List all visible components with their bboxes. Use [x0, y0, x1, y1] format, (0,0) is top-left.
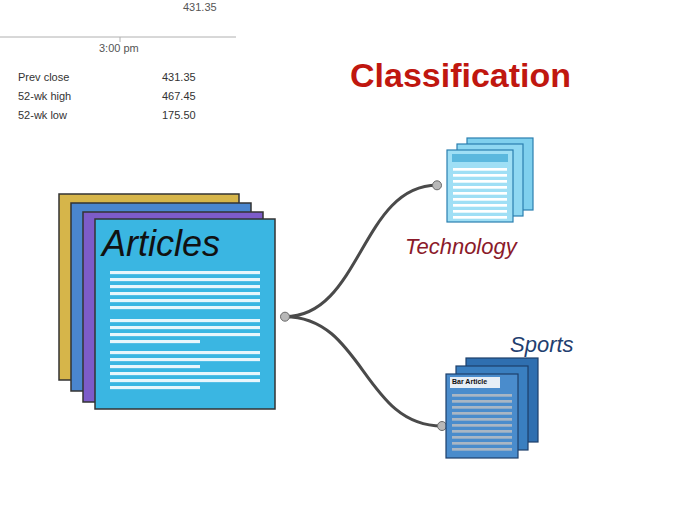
- stack-title: Articles: [102, 223, 220, 264]
- category-label: Sports: [510, 332, 574, 357]
- connector-dot: [438, 422, 447, 431]
- chart-tick: [120, 37, 121, 42]
- article-stack: Articles: [58, 193, 285, 410]
- document-illustration: [437, 138, 540, 224]
- connector-dot: [281, 312, 290, 321]
- document-illustration: [442, 358, 540, 458]
- sports-stack: SportsBar Article: [442, 358, 540, 458]
- doc-header: Bar Article: [452, 378, 487, 386]
- branch-connector: [285, 317, 442, 426]
- table-cell: 175.50: [162, 109, 196, 122]
- slide-title: Classification: [350, 56, 571, 95]
- axis-time: 3:00 pm: [99, 42, 139, 55]
- technology-stack: Technology: [437, 138, 540, 224]
- table-cell: Prev close: [18, 71, 69, 84]
- chart-axis: [0, 37, 236, 38]
- connector-dot: [433, 181, 442, 190]
- table-cell: 467.45: [162, 90, 196, 103]
- price-value: 431.35: [183, 1, 217, 14]
- table-cell: 431.35: [162, 71, 196, 84]
- table-cell: 52-wk low: [18, 109, 67, 122]
- table-cell: 52-wk high: [18, 90, 71, 103]
- category-label: Technology: [405, 234, 517, 259]
